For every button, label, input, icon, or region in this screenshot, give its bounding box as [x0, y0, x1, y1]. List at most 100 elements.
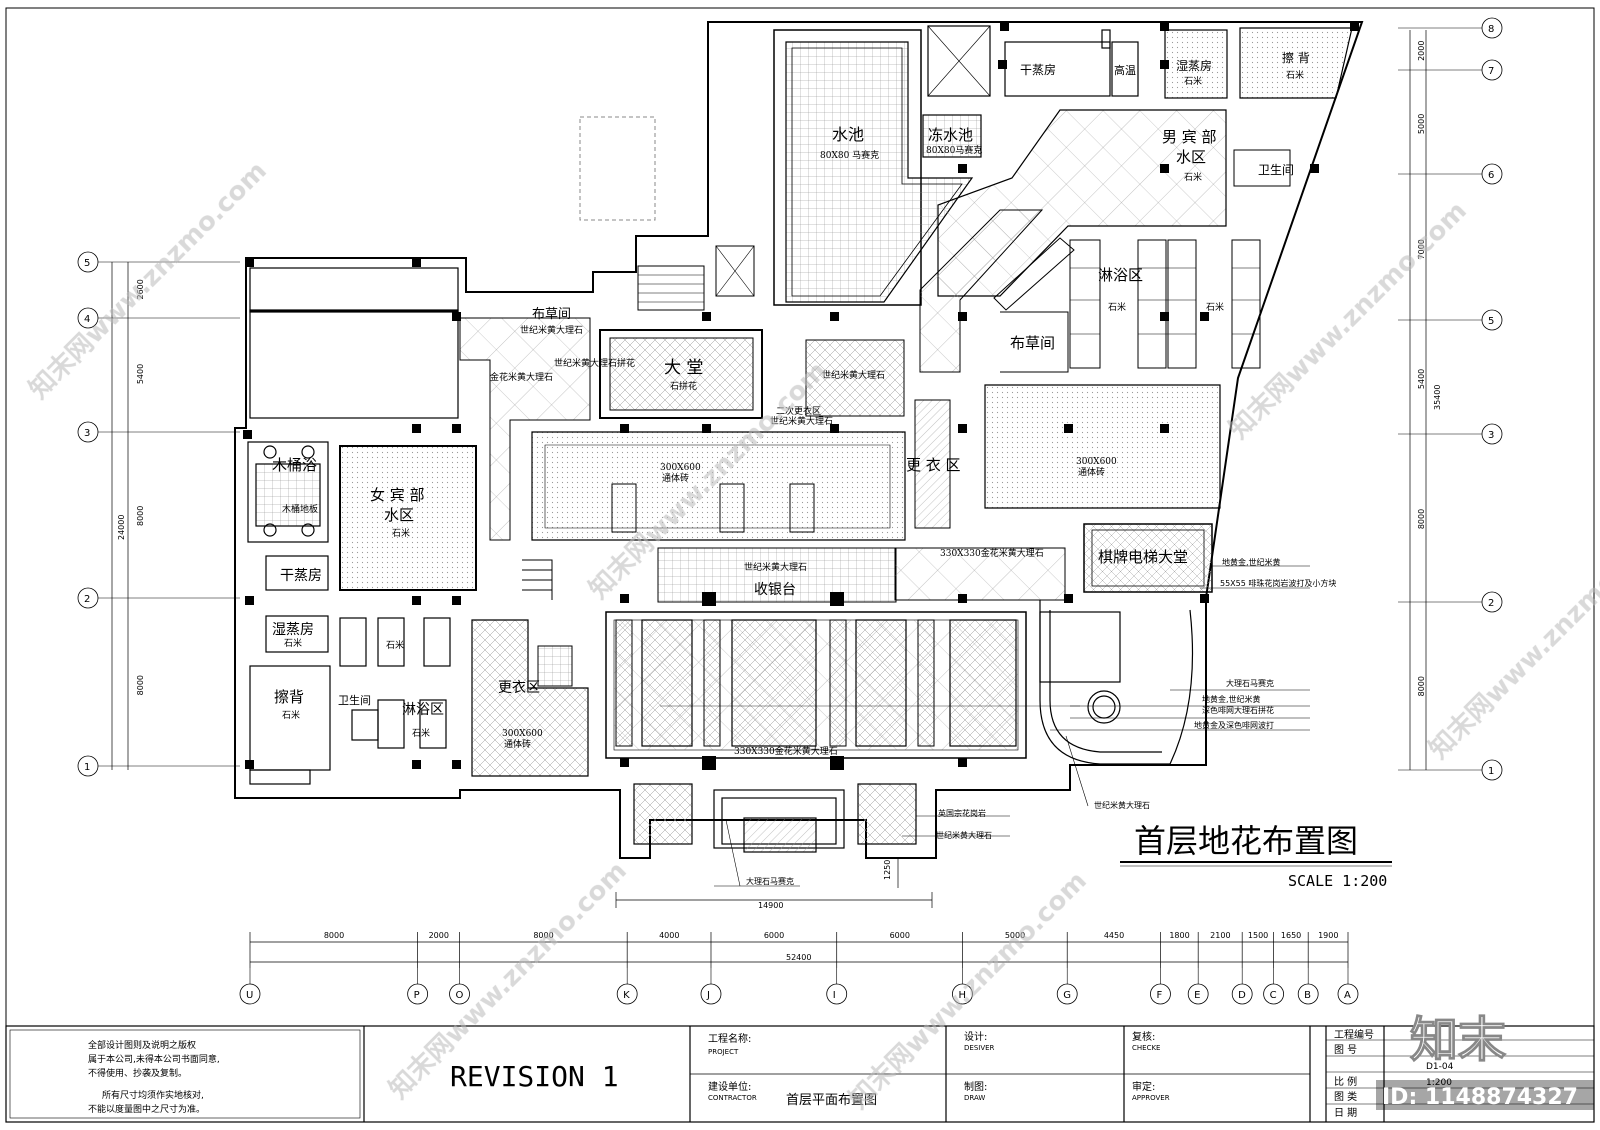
- label-wc-m: 卫生间: [1258, 163, 1294, 177]
- dim-right-5: 8000: [1417, 676, 1426, 696]
- grid-col-D: D: [1238, 990, 1246, 1001]
- label-gold-330: 330X330金花米黄大理石: [940, 547, 1044, 559]
- grid-row-left-2: 2: [84, 594, 90, 605]
- drawing-scale: SCALE 1:200: [1288, 872, 1387, 890]
- label-dry-sauna-m: 干蒸房: [1020, 62, 1056, 77]
- grid-col-P: P: [414, 990, 420, 1001]
- entrance: [633, 783, 917, 853]
- label-chess-lobby: 棋牌电梯大堂: [1098, 548, 1188, 566]
- callout-leaders: [660, 565, 1310, 887]
- dim-bottom-4: 6000: [764, 931, 784, 940]
- dashed-outline: [579, 116, 656, 221]
- grid-row-right-8: 8: [1488, 24, 1494, 35]
- grid-row-right-5: 5: [1488, 316, 1494, 327]
- grid-col-O: O: [456, 990, 464, 1001]
- dim-bottom-9: 2100: [1210, 931, 1230, 940]
- dim-right-1: 5000: [1417, 114, 1426, 134]
- label-scrub-f-mat: 石米: [282, 709, 300, 721]
- label-cashier: 收银台: [754, 582, 796, 598]
- callout-5: 深色啡网大理石拼花: [1202, 705, 1274, 715]
- callout-4: 地黄金,世纪米黄: [1202, 694, 1261, 704]
- callout-3: 大理石马赛克: [1226, 678, 1274, 688]
- left-dimension-chain: [111, 262, 129, 770]
- entrance-depth: 1250: [883, 860, 892, 880]
- watermark-5: 知末网www.znzmo.com: [844, 866, 1093, 1115]
- grid-row-left-3: 3: [84, 428, 90, 439]
- callouts: 地黄金,世纪米黄 55X55 啡珠花岗岩波打及小方块 大理石马赛克 地黄金,世纪…: [746, 557, 1336, 886]
- entrance-width: 14900: [758, 901, 783, 910]
- label-lobby: 大 堂: [664, 358, 703, 378]
- dim-bottom-12: 1900: [1318, 931, 1338, 940]
- label-male-wet-mat: 石米: [1184, 171, 1202, 183]
- dim-bottom-10: 1500: [1248, 931, 1268, 940]
- label-wood-bath: 木桶浴: [272, 456, 317, 474]
- label-wet-sauna-f: 湿蒸房: [272, 622, 314, 638]
- ratio-value: 1:200: [1426, 1078, 1452, 1088]
- grid-col-A: A: [1344, 990, 1351, 1001]
- grid-col-B: B: [1304, 990, 1311, 1001]
- ratio-label: 比 例: [1334, 1075, 1357, 1088]
- callout-2: 55X55 啡珠花岗岩波打及小方块: [1220, 578, 1336, 588]
- approve-label: 审定:: [1132, 1080, 1155, 1093]
- copyright-line-4: 不能以度量图中之尺寸为准。: [88, 1103, 205, 1115]
- label-lobby-mat: 石拼花: [670, 380, 697, 392]
- label-dry-sauna-f: 干蒸房: [280, 568, 322, 584]
- lobby: [599, 329, 905, 419]
- grid-row-left-4: 4: [84, 314, 90, 325]
- label-wood-floor: 木桶地板: [282, 503, 318, 515]
- label-tile-b-2: 通体砖: [1078, 466, 1105, 478]
- label-wet-sauna-m: 湿蒸房: [1176, 58, 1212, 73]
- dim-right-0: 2000: [1417, 41, 1426, 61]
- drawing-title: 首层地花布置图: [1134, 822, 1358, 860]
- pool-area: [773, 29, 982, 306]
- elevator-curve: [1039, 600, 1194, 765]
- male-locker-area: [914, 384, 1221, 593]
- label-male-wet-2: 水区: [1176, 148, 1206, 166]
- grid-row-left-5: 5: [84, 258, 90, 269]
- callout-10: 大理石马赛克: [746, 876, 794, 886]
- label-locker-m: 更 衣 区: [906, 456, 961, 474]
- revision-text: REVISION 1: [450, 1060, 619, 1093]
- callout-6: 地黄金及深色啡网波打: [1194, 720, 1274, 730]
- label-tile-b-1: 300X600: [1076, 457, 1117, 467]
- dim-bottom-0: 8000: [324, 931, 344, 940]
- dim-bottom-3: 4000: [659, 931, 679, 940]
- dim-right-total: 35400: [1433, 385, 1442, 410]
- dim-bottom-11: 1650: [1281, 931, 1301, 940]
- grid-col-E: E: [1194, 990, 1200, 1001]
- label-female-wet-1: 女 宾 部: [370, 486, 425, 504]
- label-gold-marble: 金花米黄大理石: [490, 371, 553, 383]
- drawing-name: 首层平面布置图: [786, 1093, 877, 1108]
- watermark-6: 知末网www.znzmo.com: [1424, 516, 1600, 765]
- male-shower-area: [1000, 149, 1291, 373]
- draw-label: 制图:: [964, 1080, 987, 1093]
- dim-bottom-6: 5000: [1005, 931, 1025, 940]
- label-second-locker-1: 二次更衣区: [776, 405, 821, 417]
- watermark-1: 知末网www.znzmo.com: [24, 156, 273, 405]
- copyright-line-2: 不得使用、抄袭及复制。: [88, 1067, 187, 1079]
- contractor-label-en: CONTRACTOR: [708, 1094, 757, 1102]
- female-locker: [471, 559, 589, 777]
- copyright-line-3: 所有尺寸均须作实地核对,: [102, 1089, 204, 1101]
- label-tile-a-2: 通体砖: [662, 472, 689, 484]
- entrance-dimension: [615, 858, 933, 908]
- dim-bottom-2: 8000: [533, 931, 553, 940]
- label-shower-m-mat-a: 石米: [1108, 301, 1126, 313]
- dim-right-3: 5400: [1417, 369, 1426, 389]
- room-labels: 水池 80X80 马赛克 冻水池 80X80马赛克 干蒸房 高温 湿蒸房 石米 …: [272, 51, 1310, 757]
- male-wet-area: [919, 109, 1227, 373]
- project-label-en: PROJECT: [708, 1048, 739, 1056]
- label-entrance-330: 330X330金花米黄大理石: [734, 745, 838, 757]
- grid-col-H: H: [958, 990, 966, 1001]
- grid-col-U: U: [246, 990, 253, 1001]
- grid-col-C: C: [1270, 990, 1277, 1001]
- label-linen-top-mat: 世纪米黄大理石: [520, 324, 583, 336]
- grid-row-right-3: 3: [1488, 430, 1494, 441]
- dim-right-2: 7000: [1417, 239, 1426, 259]
- label-second-locker-2: 世纪米黄大理石: [770, 415, 833, 427]
